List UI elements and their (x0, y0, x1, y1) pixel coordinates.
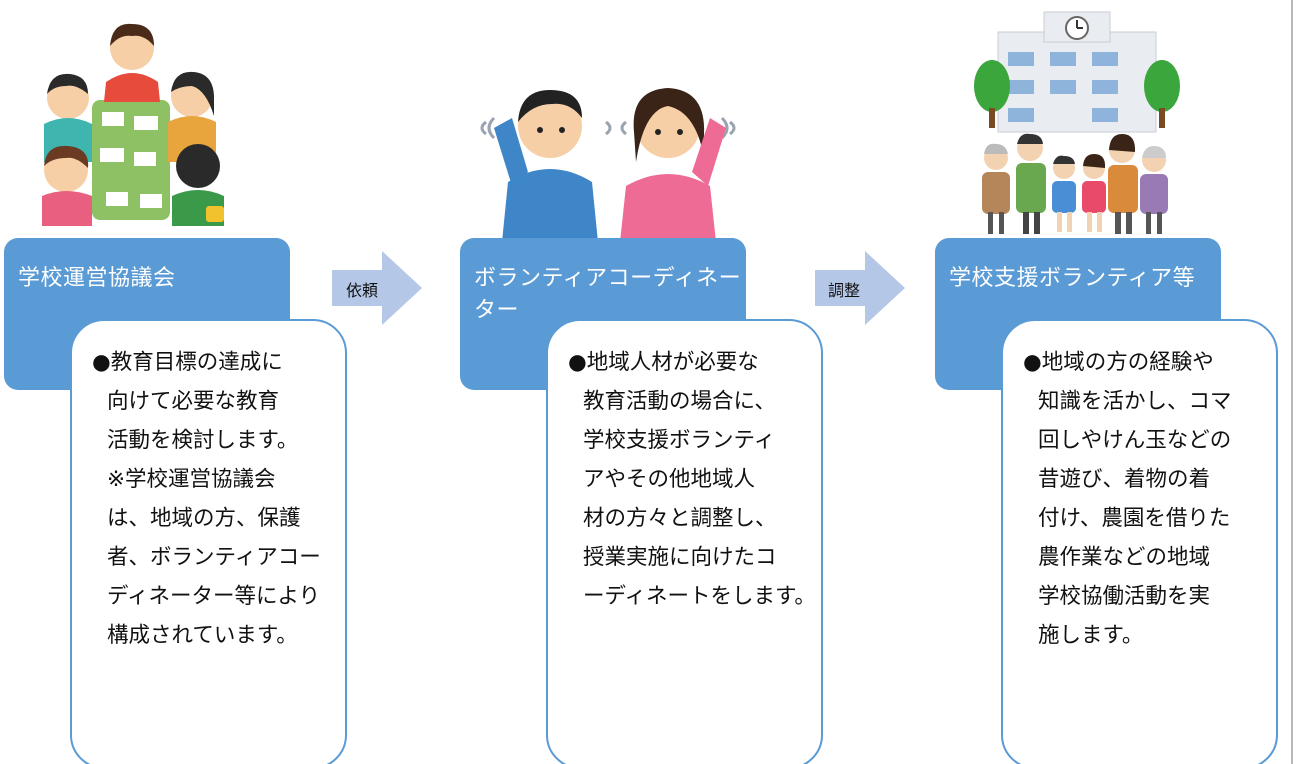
step1-line: 構成されています。 (107, 623, 298, 648)
step3-line: 回しやけん玉などの (1038, 428, 1232, 453)
step1-description-box: ●教育目標の達成に 向けて必要な教育 活動を検討します。 ※学校運営協議会 は、… (70, 319, 347, 764)
thinking-people-illustration (480, 88, 736, 242)
step2-line: 授業実施に向けたコ (583, 545, 777, 570)
step3-line: 昔遊び、着物の着 (1038, 467, 1211, 492)
step2-line: 材の方々と調整し、 (583, 506, 777, 531)
step3-line: ●地域の方の経験や (1023, 350, 1214, 375)
step1-line: 活動を検討します。 (107, 428, 299, 453)
step2-line: ●地域人材が必要な (568, 350, 759, 375)
step1-line: ※学校運営協議会 (107, 467, 276, 492)
meeting-people-illustration (42, 23, 224, 226)
step2-line: ーディネートをします。 (583, 584, 816, 609)
step3-line: 学校協働活動を実 (1038, 584, 1211, 609)
page-border-line (1291, 0, 1293, 764)
arrow2-label: 調整 (828, 281, 861, 300)
school-community-illustration (974, 11, 1180, 234)
step3-line: 知識を活かし、コマ (1038, 389, 1232, 414)
step3-title: 学校支援ボランティア等 (949, 266, 1196, 291)
step3-line: 付け、農園を借りた (1038, 506, 1231, 531)
arrow1-label: 依頼 (346, 281, 379, 300)
step2-line: 学校支援ボランティ (583, 428, 776, 453)
step1-line: 者、ボランティアコー (107, 545, 321, 570)
right-arrow-icon (332, 251, 422, 325)
right-arrow-icon (815, 251, 905, 325)
step2-description-box: ●地域人材が必要な 教育活動の場合に、 学校支援ボランティ アやその他地域人 材… (546, 319, 823, 764)
step2-title: ボランティアコーディネーター (474, 266, 742, 323)
step3-line: 施します。 (1038, 623, 1144, 648)
step3-line: 農作業などの地域 (1038, 545, 1211, 570)
step2-line: 教育活動の場合に、 (583, 389, 776, 414)
step3-description-box: ●地域の方の経験や 知識を活かし、コマ 回しやけん玉などの 昔遊び、着物の着 付… (1001, 319, 1278, 764)
step1-line: ●教育目標の達成に (92, 350, 283, 375)
step1-line: は、地域の方、保護 (107, 506, 301, 531)
step2-line: アやその他地域人 (583, 467, 756, 492)
step1-line: ディネーター等により (107, 584, 321, 609)
step1-title: 学校運営協議会 (18, 266, 176, 291)
step1-line: 向けて必要な教育 (107, 389, 280, 414)
